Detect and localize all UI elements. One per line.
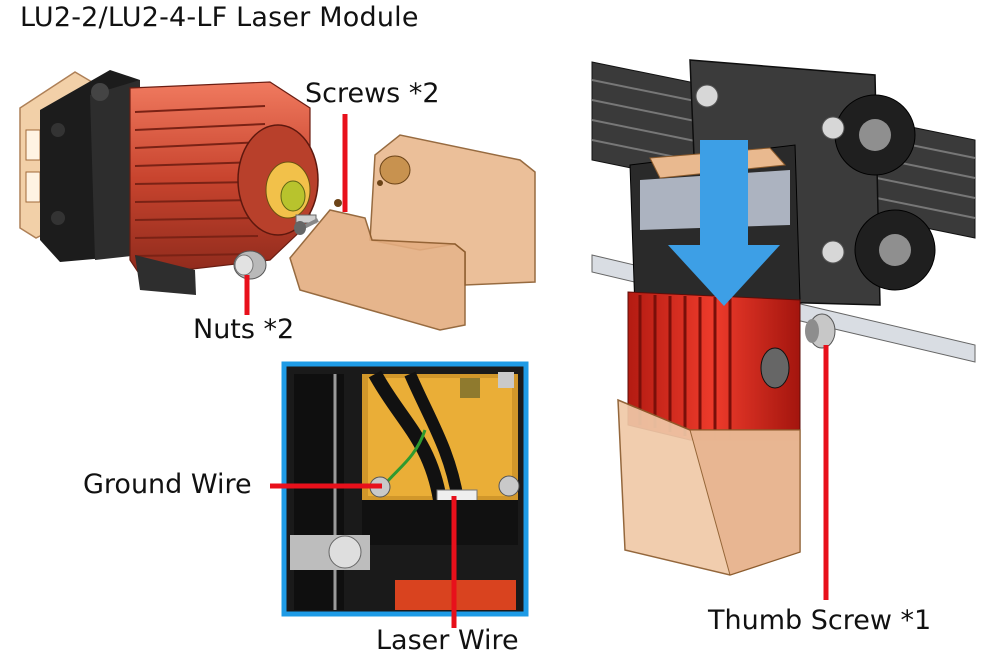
laser-wire-label: Laser Wire	[376, 625, 519, 656]
page-title: LU2-2/LU2-4-LF Laser Module	[20, 2, 419, 33]
mount-bracket	[135, 255, 196, 295]
down-arrow-icon	[668, 140, 780, 306]
ground-wire-label: Ground Wire	[83, 469, 252, 500]
screw	[294, 218, 319, 235]
fan-block	[40, 70, 140, 262]
nuts-label: Nuts *2	[193, 314, 295, 345]
screws-label: Screws *2	[305, 78, 440, 109]
thumb-screw-label: Thumb Screw *1	[708, 605, 932, 636]
laser-shield	[289, 134, 536, 331]
heatsink	[129, 81, 319, 276]
mounted-module-illustration	[591, 59, 976, 576]
wiring-photo	[281, 361, 529, 617]
nut	[233, 250, 267, 280]
